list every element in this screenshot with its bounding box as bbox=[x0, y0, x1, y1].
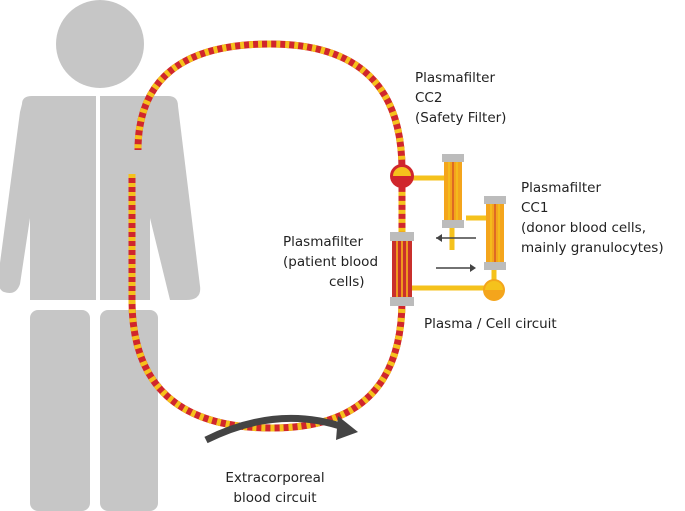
label-patient-line2: (patient blood bbox=[283, 254, 379, 270]
label-cc1-line1: Plasmafilter bbox=[521, 180, 602, 196]
human-leg-right bbox=[100, 310, 158, 511]
label-cc2: Plasmafilter CC2 (Safety Filter) bbox=[415, 68, 506, 128]
label-cc1-line4: mainly granulocytes) bbox=[521, 240, 664, 256]
label-extracorporeal-line1: Extracorporeal bbox=[225, 470, 325, 486]
label-cc1-line2: CC1 bbox=[521, 200, 549, 216]
plasmafilter-cc2 bbox=[442, 154, 464, 228]
flow-arrow-right bbox=[436, 264, 476, 272]
flow-arrow-left bbox=[436, 234, 476, 242]
human-head bbox=[56, 0, 144, 88]
label-extracorporeal: Extracorporeal blood circuit bbox=[200, 468, 350, 508]
junction-node-cc1 bbox=[483, 279, 505, 301]
label-patient-filter: Plasmafilter (patient blood cells) bbox=[283, 232, 378, 292]
label-plasma-circuit-text: Plasma / Cell circuit bbox=[424, 316, 557, 332]
plasmafilter-patient bbox=[390, 232, 414, 306]
label-cc1-line3: (donor blood cells, bbox=[521, 220, 647, 236]
label-cc2-line3: (Safety Filter) bbox=[415, 110, 507, 126]
label-plasma-circuit: Plasma / Cell circuit bbox=[424, 314, 557, 334]
human-leg-left bbox=[30, 310, 90, 511]
label-cc2-line1: Plasmafilter bbox=[415, 70, 496, 86]
junction-node-top bbox=[390, 164, 414, 188]
human-center-gap bbox=[96, 96, 100, 311]
label-patient-line1: Plasmafilter bbox=[283, 234, 364, 250]
human-silhouette bbox=[0, 0, 201, 511]
label-patient-line3: cells) bbox=[329, 274, 365, 290]
label-cc2-line2: CC2 bbox=[415, 90, 443, 106]
human-body bbox=[0, 96, 201, 300]
plasmafilter-cc1 bbox=[484, 196, 506, 270]
circulation-arrow bbox=[204, 414, 358, 444]
label-cc1: Plasmafilter CC1 (donor blood cells, mai… bbox=[521, 178, 664, 258]
label-extracorporeal-line2: blood circuit bbox=[233, 490, 317, 506]
